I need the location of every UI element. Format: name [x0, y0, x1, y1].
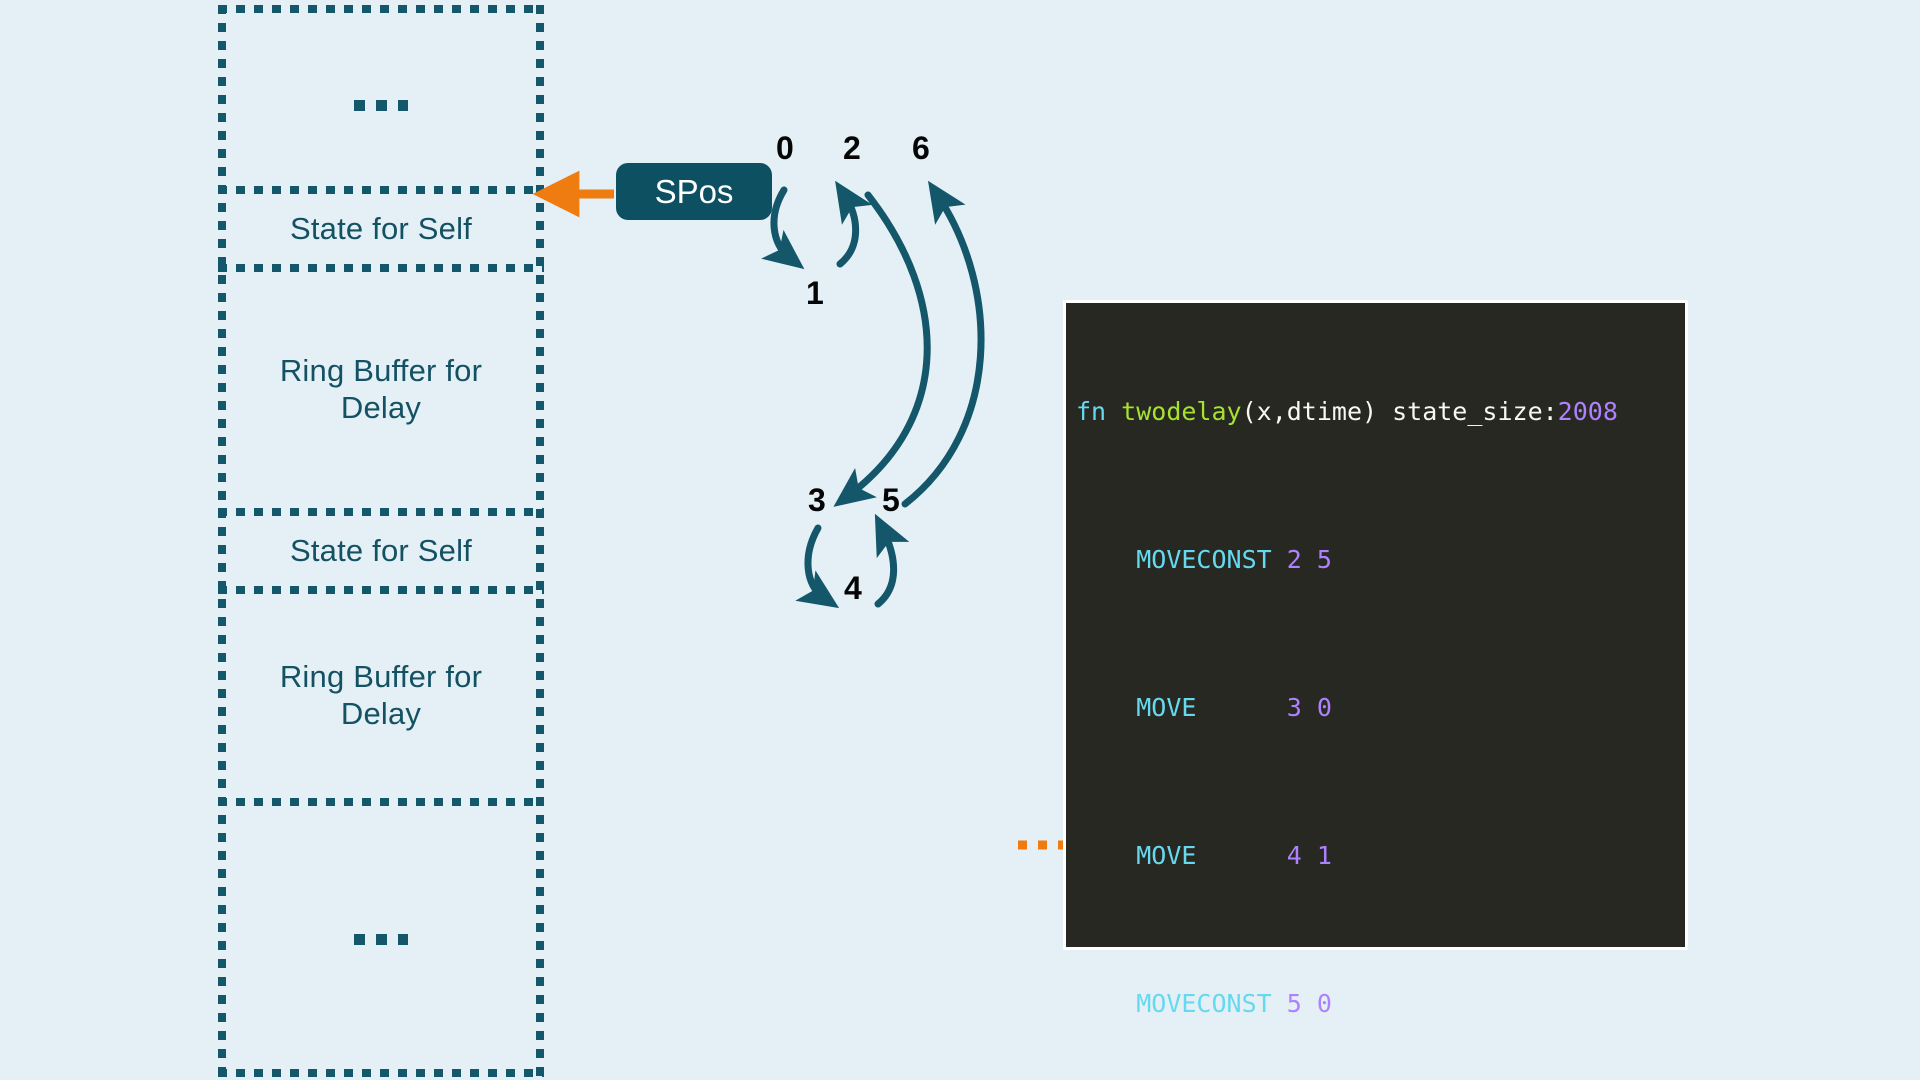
code-function-name: twodelay: [1121, 397, 1242, 426]
code-function-signature: (x,dtime) state_size:: [1241, 397, 1558, 426]
code-state-size-value: 2008: [1557, 397, 1618, 426]
ellipsis-icon: [354, 99, 408, 111]
arrow-4-to-5: [874, 513, 910, 608]
assembly-code-block: fn twodelay(x,dtime) state_size:2008 MOV…: [1063, 300, 1688, 1018]
spos-label: SPos: [654, 172, 734, 210]
step-label-6: 6: [912, 130, 930, 166]
code-opcode: MOVE: [1136, 841, 1197, 870]
code-line-instruction: MOVECONST 2 5: [1076, 541, 1685, 578]
code-args: 2 5: [1286, 545, 1332, 574]
step-label-5: 5: [882, 482, 900, 518]
code-line-instruction: MOVE 4 1: [1076, 837, 1685, 874]
code-args: 3 0: [1286, 693, 1332, 722]
arrow-5-to-6: [901, 180, 985, 508]
code-line-instruction: MOVE 3 0: [1076, 689, 1685, 726]
code-args: 5 0: [1286, 989, 1332, 1018]
arrow-1-to-2: [835, 180, 873, 268]
memory-cell-bottom-ellipsis: [218, 802, 544, 1077]
step-label-0: 0: [776, 130, 794, 166]
code-opcode: MOVECONST: [1136, 989, 1272, 1018]
step-label-1: 1: [806, 275, 824, 311]
code-keyword-fn: fn: [1076, 397, 1107, 426]
code-pad: [1196, 693, 1286, 722]
arrow-2-to-3: [833, 191, 931, 507]
memory-cell-label: State for Self: [289, 210, 472, 246]
memory-cell-label: State for Self: [289, 532, 472, 568]
arrow-0-to-1: [761, 186, 805, 270]
spos-node[interactable]: SPos: [616, 163, 772, 220]
code-pad: [1272, 545, 1287, 574]
code-title-line: fn twodelay(x,dtime) state_size:2008: [1076, 393, 1685, 430]
code-line-instruction: MOVECONST 5 0: [1076, 985, 1685, 1022]
code-opcode: MOVE: [1136, 693, 1197, 722]
ellipsis-icon: [354, 934, 408, 945]
step-label-3: 3: [808, 482, 826, 518]
code-pad: [1272, 989, 1287, 1018]
arrow-3-to-4: [795, 524, 840, 609]
code-args: 4 1: [1286, 841, 1332, 870]
code-opcode: MOVECONST: [1136, 545, 1272, 574]
memory-cell-top-ellipsis: [218, 5, 544, 205]
step-label-2: 2: [843, 130, 861, 166]
memory-cell-state-for-self-1: State for Self: [218, 190, 544, 268]
code-pad: [1196, 841, 1286, 870]
step-label-4: 4: [844, 570, 862, 606]
memory-cell-state-for-self-2: State for Self: [218, 512, 544, 590]
